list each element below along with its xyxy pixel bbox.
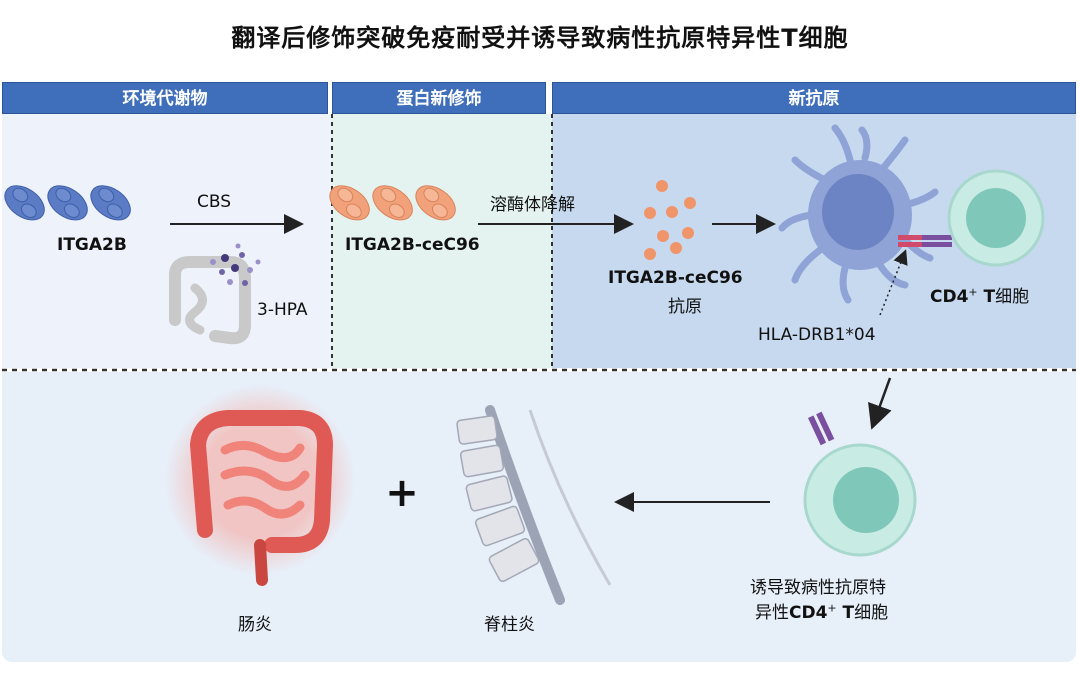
figure-title: 翻译后修饰突破免疫耐受并诱导致病性抗原特异性T细胞 [231,24,849,52]
plus-sign: + [385,470,419,516]
header-neoantigen: 新抗原 [552,82,1076,114]
cd4-t-cell-label: CD4+ T细胞 [930,282,1029,307]
colitis-label: 肠炎 [238,615,272,635]
hpa-molecules-icon [210,243,261,286]
panel-bg-metabolite [2,114,332,368]
spine-icon [456,405,612,605]
antigen-name-label: ITGA2B-ceC96 [608,268,743,288]
t-text-2: T [836,603,855,623]
gut-gray-icon [169,256,251,345]
itga2b-cec96-label: ITGA2B-ceC96 [345,235,480,255]
activated-t-cell-icon [803,411,917,557]
lysosome-label: 溶酶体降解 [490,195,575,215]
cd4-text: CD4 [930,287,969,307]
inflamed-intestine-icon [165,385,355,586]
peptide-fragments-icon [644,180,696,260]
panel-bg-modification [332,114,552,368]
induce-label-line2: 异性CD4+ T细胞 [755,598,888,623]
itga2b-cec96-protein-icon [329,185,456,221]
itga2b-protein-icon [4,185,131,221]
hla-pointer [879,249,908,316]
activation-arrow [868,377,892,430]
cd4-text-2: CD4 [789,603,828,623]
induce-label-line1: 诱导致病性抗原特 [750,578,886,598]
cd4-superscript: + [968,285,978,299]
header-metabolite: 环境代谢物 [2,82,328,114]
tcr-mhc-complex-icon [898,235,952,247]
cell-text-2: 细胞 [854,603,889,623]
t-text: T [977,287,996,307]
hpa-label: 3-HPA [257,300,308,320]
induce-prefix: 异性 [755,603,789,623]
antigen-presenting-cell-icon [778,124,939,304]
cbs-label: CBS [197,192,232,212]
cd4-t-cell-icon [947,169,1045,267]
spondylitis-label: 脊柱炎 [484,615,535,635]
cd4-superscript-2: + [827,601,837,615]
hla-label: HLA-DRB1*04 [758,325,876,345]
itga2b-label: ITGA2B [57,235,127,255]
antigen-word-label: 抗原 [668,297,702,317]
cell-text: 细胞 [995,287,1030,307]
header-modification: 蛋白新修饰 [332,82,546,114]
